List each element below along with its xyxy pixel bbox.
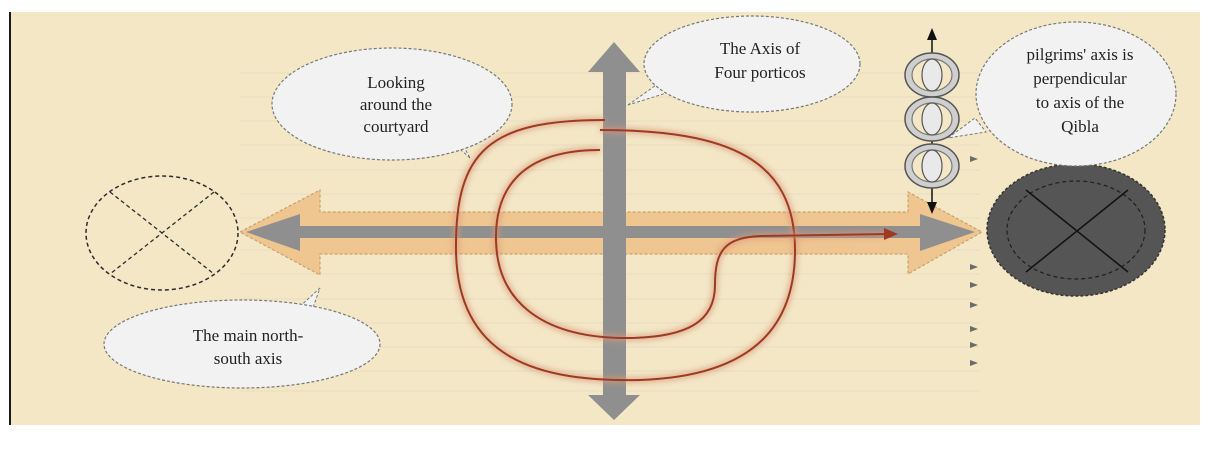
- callout-pilgrims-axis: pilgrims' axis is perpendicular to axis …: [947, 21, 1177, 167]
- pilgrim-ring-symbols: [904, 52, 960, 189]
- axis-four-line-2: Four porticos: [714, 63, 805, 82]
- left-dashed-circle-symbol: [85, 175, 239, 291]
- ring-symbol-1: [904, 52, 960, 98]
- guide-tick-marks: [970, 156, 978, 366]
- looking-line-2: around the: [360, 95, 432, 114]
- ring-symbol-3: [904, 143, 960, 189]
- main-axis-line-1: The main north-: [193, 326, 304, 345]
- looking-line-3: courtyard: [363, 117, 429, 136]
- four-porticos-vertical-arrow: [588, 42, 640, 420]
- axis-four-line-1: The Axis of: [720, 39, 801, 58]
- callout-axis-four-porticos: The Axis of Four porticos: [627, 15, 861, 113]
- ring-symbol-2: [904, 96, 960, 142]
- main-axis-line-2: south axis: [214, 349, 282, 368]
- qibla-dark-circle-symbol: [986, 163, 1166, 297]
- courtyard-spiral-path: [452, 117, 898, 384]
- callout-main-axis: The main north- south axis: [103, 287, 381, 389]
- looking-line-1: Looking: [367, 73, 425, 92]
- pilgrims-line-3: to axis of the: [1036, 93, 1124, 112]
- spiral-arrowhead: [884, 228, 898, 240]
- pilgrims-line-2: perpendicular: [1033, 69, 1127, 88]
- callout-looking-around: Looking around the courtyard: [271, 47, 513, 161]
- pilgrims-line-1: pilgrims' axis is: [1027, 45, 1134, 64]
- pilgrims-line-4: Qibla: [1061, 117, 1099, 136]
